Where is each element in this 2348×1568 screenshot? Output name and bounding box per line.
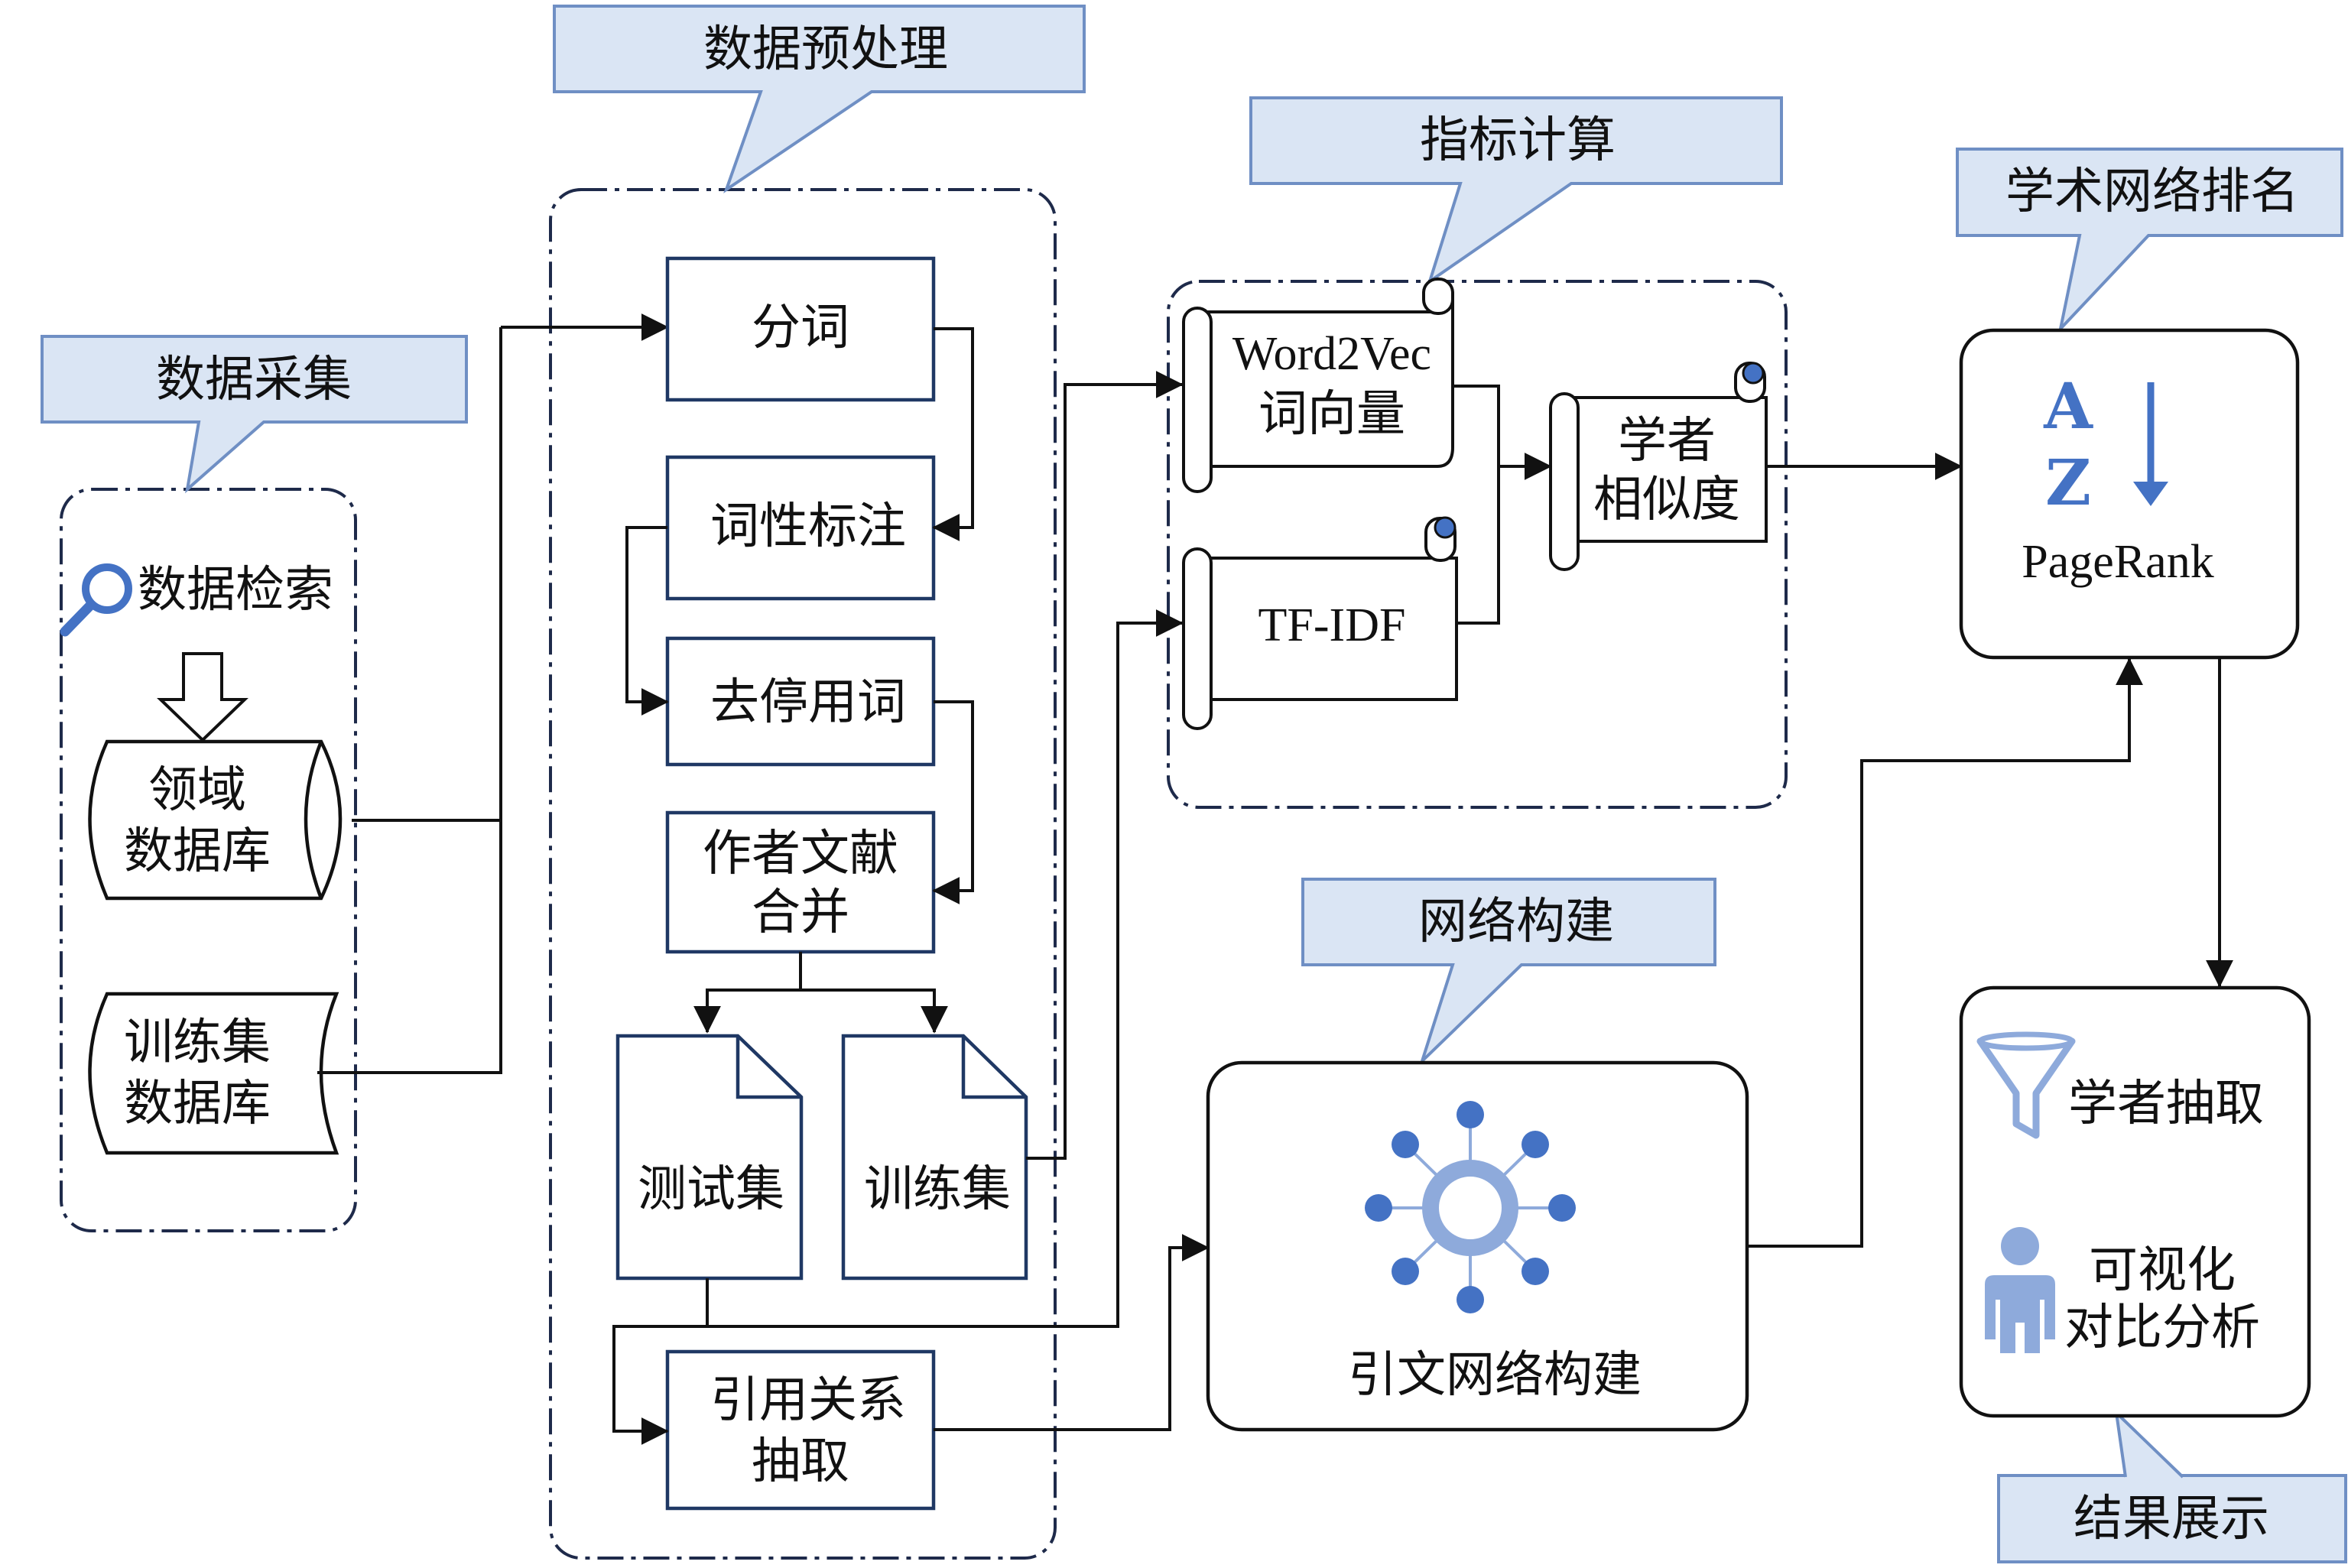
preprocessing-group — [549, 188, 1057, 1560]
arrow-pos-to-stopwords — [625, 526, 669, 716]
connector-train-db — [317, 820, 502, 1074]
callout-network-build: 网络构建 — [1301, 878, 1716, 1063]
domain-database: 领域 数据库 — [88, 739, 343, 901]
train-db-line1: 训练集 — [124, 1014, 271, 1071]
callout-network-build-label: 网络构建 — [1418, 894, 1614, 950]
test-set-document: 测试集 — [615, 1034, 804, 1281]
merge-box: 作者文献 合并 — [665, 810, 936, 954]
citation-extract-box: 引用关系 抽取 — [665, 1349, 936, 1511]
stopwords-box: 去停用词 — [665, 636, 936, 767]
arrow-network-to-pagerank — [1747, 657, 2143, 1248]
tfidf-scroll: TF-IDF — [1182, 516, 1458, 730]
pagerank-label: PageRank — [2022, 536, 2213, 588]
citation-network-label: 引文网络构建 — [1348, 1347, 1642, 1404]
visualize-line1: 可视化 — [2089, 1242, 2236, 1299]
arrow-segment-to-pos — [932, 327, 974, 541]
metric-calc-group — [1167, 280, 1788, 809]
train-set-label: 训练集 — [864, 1161, 1011, 1218]
citation-network-box: 引文网络构建 — [1206, 1060, 1749, 1432]
az-top-letter: A — [2043, 370, 2093, 443]
similarity-line1: 学者 — [1618, 413, 1716, 469]
similarity-scroll: 学者 相似度 — [1549, 362, 1768, 571]
callout-preprocessing: 数据预处理 — [553, 5, 1086, 194]
network-icon — [1365, 1101, 1576, 1313]
pos-tag-label: 词性标注 — [710, 498, 906, 555]
arrow-citation-to-network — [934, 1234, 1210, 1431]
arrow-train-to-word2vec — [1026, 371, 1184, 1160]
domain-db-line2: 数据库 — [124, 823, 271, 880]
stopwords-label: 去停用词 — [710, 674, 906, 731]
funnel-icon — [1976, 1031, 2076, 1139]
person-icon — [1985, 1227, 2055, 1353]
connector-word2vec-out — [1453, 385, 1500, 625]
test-set-label: 测试集 — [638, 1161, 784, 1218]
data-search-label: 数据检索 — [138, 562, 333, 618]
callout-metric-calc-label: 指标计算 — [1420, 112, 1616, 169]
word2vec-scroll: Word2Vec 词向量 — [1182, 278, 1454, 493]
pos-tag-box: 词性标注 — [665, 455, 936, 601]
callout-result-display-label: 结果展示 — [2074, 1491, 2269, 1547]
train-set-document: 训练集 — [841, 1034, 1028, 1281]
word2vec-line2: 词向量 — [1258, 386, 1405, 443]
visualize-line2: 对比分析 — [2064, 1300, 2260, 1356]
callout-academic-ranking: 学术网络排名 — [1956, 148, 2343, 334]
merge-line2: 合并 — [752, 885, 849, 941]
callout-result-display: 结果展示 — [1997, 1411, 2347, 1563]
training-database: 训练集 数据库 — [88, 992, 339, 1155]
similarity-line2: 相似度 — [1593, 472, 1740, 528]
search-icon — [60, 563, 132, 637]
pagerank-box: A Z PageRank — [1959, 328, 2300, 660]
callout-data-collection: 数据采集 — [41, 335, 468, 494]
az-bottom-letter: Z — [2045, 446, 2091, 520]
citation-line1: 引用关系 — [710, 1372, 906, 1429]
merge-line1: 作者文献 — [703, 826, 898, 882]
callout-data-collection-label: 数据采集 — [156, 352, 352, 408]
segment-box: 分词 — [665, 256, 936, 402]
callout-metric-calc: 指标计算 — [1249, 96, 1783, 285]
callout-preprocessing-label: 数据预处理 — [703, 21, 948, 78]
results-box: 学者抽取 可视化 对比分析 — [1959, 985, 2311, 1418]
citation-line2: 抽取 — [752, 1433, 849, 1490]
arrow-merge-to-test — [693, 989, 801, 1034]
data-collection-group — [60, 488, 357, 1232]
word2vec-line1: Word2Vec — [1232, 328, 1431, 380]
down-arrow-icon — [157, 652, 248, 742]
arrow-merge-to-train — [801, 989, 948, 1034]
extract-label: 学者抽取 — [2068, 1076, 2264, 1132]
sort-az-icon: A Z — [2043, 370, 2168, 520]
arrow-stopwords-to-merge — [932, 700, 974, 904]
callout-academic-ranking-label: 学术网络排名 — [2005, 164, 2299, 220]
segment-label: 分词 — [752, 300, 849, 356]
tfidf-label: TF-IDF — [1258, 599, 1406, 651]
train-db-line2: 数据库 — [124, 1076, 271, 1132]
domain-db-line1: 领域 — [148, 762, 246, 819]
arrow-test-to-tfidf — [707, 609, 1184, 1328]
arrow-test-to-citation — [612, 1278, 709, 1445]
